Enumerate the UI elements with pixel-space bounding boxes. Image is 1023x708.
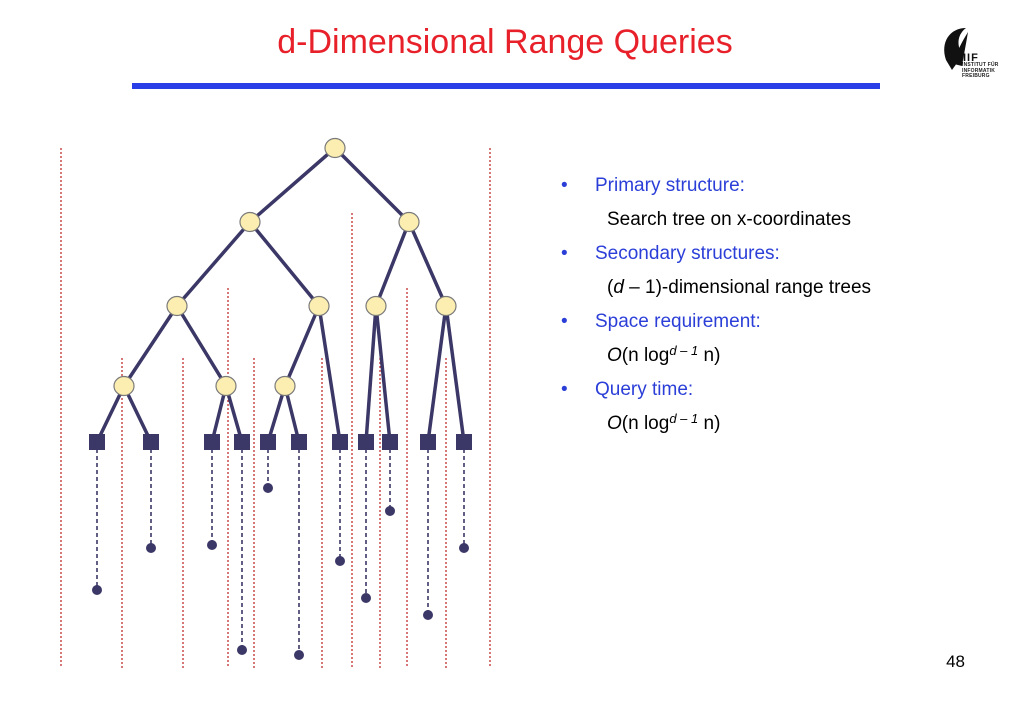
page-title: d-Dimensional Range Queries xyxy=(277,23,733,61)
bullet-sub-text: Search tree on x-coordinates xyxy=(607,209,851,230)
tree-edge xyxy=(364,305,378,443)
tree-node xyxy=(215,375,237,397)
logo-mark: IIF xyxy=(963,52,979,64)
bullet-sub-pre: ( xyxy=(607,277,614,298)
iif-logo-icon xyxy=(944,28,968,70)
tree-edge xyxy=(374,305,392,443)
bullet-sub-sup: d – 1 xyxy=(669,343,699,358)
logo-text: INSTITUT FÜR INFORMATIK FREIBURG xyxy=(962,62,999,79)
point-dot xyxy=(459,543,469,553)
point-dot xyxy=(294,650,304,660)
bullet-sub: O(n logd – 1 n) xyxy=(560,344,980,368)
page-number: 48 xyxy=(946,652,965,671)
leaf-square xyxy=(332,434,348,450)
bullet-list: Primary structure: Search tree on x-coor… xyxy=(560,174,980,446)
tree-node xyxy=(398,211,420,233)
bullet-sub-end: n) xyxy=(698,345,721,366)
bullet-sub-mid: (n log xyxy=(621,413,670,434)
bullet-item-primary: Primary structure: Search tree on x-coor… xyxy=(560,174,980,232)
tree-node xyxy=(274,375,296,397)
bullet-head: Space requirement: xyxy=(560,310,980,334)
bullet-sub-italic: O xyxy=(607,345,622,366)
tree-node xyxy=(166,295,188,317)
dashed-links xyxy=(96,442,465,655)
point-dot xyxy=(423,610,433,620)
leaf-square xyxy=(456,434,472,450)
bullet-sub: Search tree on x-coordinates xyxy=(560,208,980,232)
point-dot xyxy=(146,543,156,553)
tree-edge xyxy=(374,221,411,307)
tree-node xyxy=(239,211,261,233)
tree-edge xyxy=(317,305,342,443)
point-dot xyxy=(335,556,345,566)
tree-edge xyxy=(444,305,466,443)
bullet-item-query: Query time: O(n logd – 1 n) xyxy=(560,378,980,436)
tree-node xyxy=(435,295,457,317)
split-lines xyxy=(60,148,491,668)
tree-edge xyxy=(248,220,321,308)
bullet-sub-post: – 1)-dimensional range trees xyxy=(623,277,872,298)
title-underline xyxy=(132,83,880,89)
tree-node xyxy=(324,137,346,159)
bullet-sub-sup: d – 1 xyxy=(669,411,699,426)
tree-node xyxy=(113,375,135,397)
point-dot xyxy=(237,645,247,655)
tree-edge xyxy=(407,221,448,307)
bullet-head: Secondary structures: xyxy=(560,242,980,266)
point-dot xyxy=(385,506,395,516)
leaf-square xyxy=(89,434,105,450)
tree-node xyxy=(308,295,330,317)
bullet-sub-italic: O xyxy=(607,413,622,434)
bullet-sub: O(n logd – 1 n) xyxy=(560,412,980,436)
tree-edge xyxy=(95,385,126,443)
tree-edge xyxy=(122,305,179,387)
leaf-square xyxy=(291,434,307,450)
bullet-sub-italic: d xyxy=(613,277,624,298)
tree-edge xyxy=(248,146,337,224)
bullet-item-space: Space requirement: O(n logd – 1 n) xyxy=(560,310,980,368)
tree-edge xyxy=(122,385,153,443)
bullet-sub: (d – 1)-dimensional range trees xyxy=(560,276,980,300)
point-dot xyxy=(207,540,217,550)
leaf-square xyxy=(420,434,436,450)
points xyxy=(92,483,469,660)
range-tree-diagram xyxy=(60,137,491,668)
bullet-item-secondary: Secondary structures: (d – 1)-dimensiona… xyxy=(560,242,980,300)
leaves xyxy=(89,434,472,450)
tree-node xyxy=(365,295,387,317)
tree-edge xyxy=(333,146,411,224)
point-dot xyxy=(263,483,273,493)
tree-edge xyxy=(426,305,448,443)
bullet-head: Primary structure: xyxy=(560,174,980,198)
leaf-square xyxy=(260,434,276,450)
leaf-square xyxy=(143,434,159,450)
bullet-sub-mid: (n log xyxy=(621,345,670,366)
tree-edge xyxy=(175,305,228,387)
leaf-square xyxy=(358,434,374,450)
leaf-square xyxy=(382,434,398,450)
bullet-sub-end: n) xyxy=(698,413,721,434)
point-dot xyxy=(361,593,371,603)
tree-edge xyxy=(283,305,321,387)
tree-edges xyxy=(95,146,466,443)
leaf-square xyxy=(204,434,220,450)
tree-edge xyxy=(175,220,252,308)
nodes xyxy=(113,137,457,397)
point-dot xyxy=(92,585,102,595)
leaf-square xyxy=(234,434,250,450)
bullet-head: Query time: xyxy=(560,378,980,402)
